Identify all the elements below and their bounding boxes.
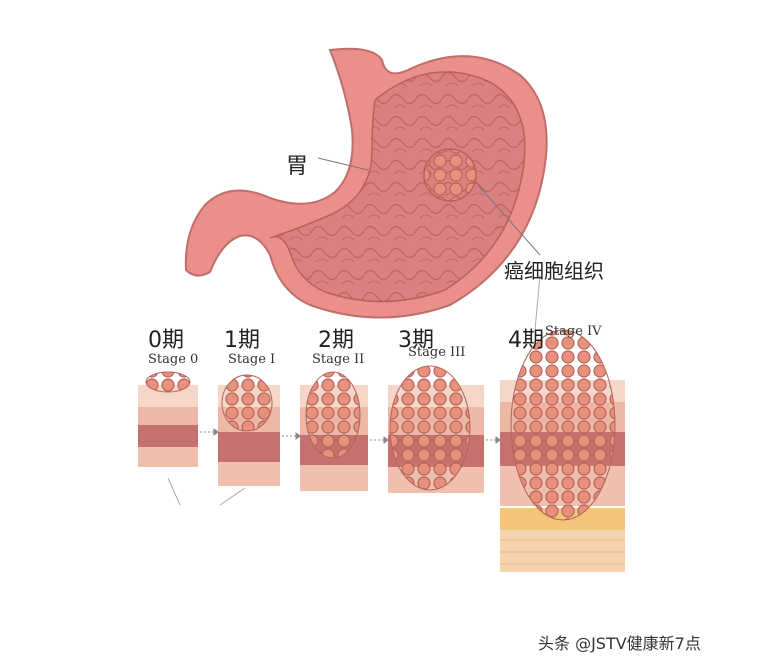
stage-4-block: [500, 329, 625, 572]
stage1-leader: [219, 487, 246, 506]
stomach-folds: [270, 71, 525, 302]
stage-2-en-label: Stage II: [312, 352, 365, 367]
tumor-pointer-line-lower: [534, 274, 541, 331]
stage-1-en-label: Stage I: [228, 352, 276, 367]
stage-4-en-label: Stage IV: [545, 324, 602, 339]
tumor-pointer-line: [477, 184, 541, 256]
stage-2-cn-label: 2期: [318, 328, 354, 353]
stage-0-block: [138, 371, 198, 467]
stage-3-block: [388, 365, 484, 493]
stage-4-cn-label: 4期: [508, 328, 544, 353]
stage-1-block: [218, 374, 280, 486]
stage-arrows: [200, 428, 501, 444]
stomach-label: 胃: [286, 154, 309, 179]
stage-3-cn-label: 3期: [398, 328, 434, 353]
stomach-tumor: [423, 148, 477, 202]
stage-3-en-label: Stage III: [408, 345, 466, 360]
stage-0-en-label: Stage 0: [148, 352, 199, 367]
stomach-illustration: [184, 47, 548, 331]
stage-2-block: [300, 371, 368, 491]
stage0-leader: [167, 477, 181, 506]
watermark: 头条 @JSTV健康新7点: [538, 634, 701, 653]
stomach-pointer-line: [317, 157, 369, 171]
cancer-tissue-label: 癌细胞组织: [504, 259, 604, 283]
stage-0-cn-label: 0期: [148, 328, 184, 353]
stage-1-cn-label: 1期: [224, 328, 260, 353]
